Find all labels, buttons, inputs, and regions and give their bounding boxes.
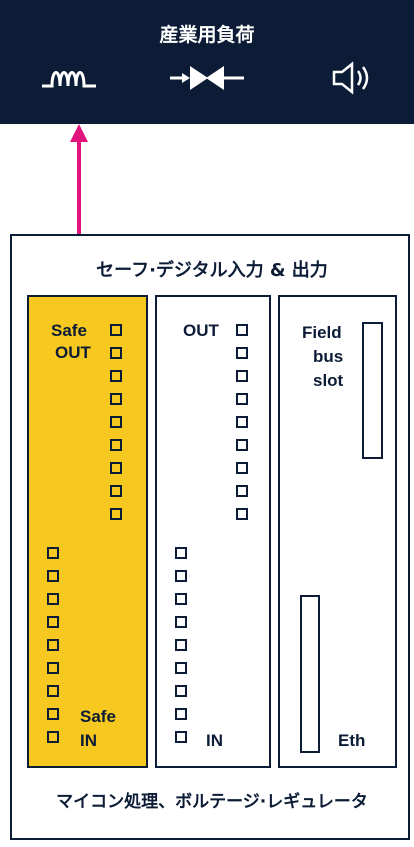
safe-out-label-2: OUT (55, 343, 91, 362)
led-indicator (175, 662, 187, 674)
header-title: 産業用負荷 (159, 24, 255, 46)
led-indicator (47, 708, 59, 720)
led-indicator (110, 393, 122, 405)
enclosure-footer-text: マイコン処理、ボルテージ·レギュレータ (56, 792, 368, 812)
led-indicator (47, 685, 59, 697)
led-indicator (175, 547, 187, 559)
led-indicator (110, 439, 122, 451)
arrow-head (70, 124, 88, 142)
led-indicator (236, 508, 248, 520)
led-indicator (110, 324, 122, 336)
fieldbus-module: Field bus slot Eth (278, 295, 397, 768)
io-in-label: IN (206, 731, 223, 750)
speaker-icon (332, 61, 369, 95)
led-indicator (110, 508, 122, 520)
led-indicator (236, 393, 248, 405)
led-indicator (175, 708, 187, 720)
enclosure-title: セーフ·デジタル入力 & 出力 (96, 260, 328, 281)
diode-icon (170, 66, 244, 90)
led-indicator (110, 416, 122, 428)
inductor-coil-icon (42, 71, 96, 88)
safe-in-label-2: IN (80, 731, 97, 750)
led-indicator (110, 370, 122, 382)
safe-in-label-1: Safe (80, 707, 116, 726)
led-indicator (236, 370, 248, 382)
led-indicator (175, 570, 187, 582)
safe-out-label-1: Safe (51, 321, 87, 340)
led-indicator (175, 639, 187, 651)
led-indicator (236, 416, 248, 428)
led-indicator (47, 547, 59, 559)
fieldbus-label-3: slot (313, 371, 344, 390)
led-indicator (236, 347, 248, 359)
led-indicator (175, 685, 187, 697)
led-indicator (236, 324, 248, 336)
enclosure-box (10, 234, 410, 840)
led-indicator (236, 439, 248, 451)
led-indicator (110, 347, 122, 359)
fieldbus-label-2: bus (313, 347, 344, 366)
safe-module: Safe OUT Safe IN (27, 295, 148, 768)
led-indicator (236, 485, 248, 497)
led-indicator (236, 462, 248, 474)
led-indicator (175, 731, 187, 743)
led-indicator (47, 593, 59, 605)
eth-label: Eth (338, 731, 366, 750)
led-indicator (175, 616, 187, 628)
arrow-line (77, 140, 81, 236)
header-band (0, 0, 414, 124)
led-indicator (47, 639, 59, 651)
io-out-label: OUT (183, 321, 219, 340)
led-indicator (47, 570, 59, 582)
fieldbus-slot (362, 322, 383, 459)
led-indicator (110, 462, 122, 474)
led-indicator (47, 616, 59, 628)
led-indicator (110, 485, 122, 497)
io-module: OUT IN (155, 295, 271, 768)
led-indicator (47, 731, 59, 743)
led-indicator (47, 662, 59, 674)
ethernet-slot (300, 595, 320, 753)
led-indicator (175, 593, 187, 605)
fieldbus-label-1: Field (302, 323, 342, 342)
